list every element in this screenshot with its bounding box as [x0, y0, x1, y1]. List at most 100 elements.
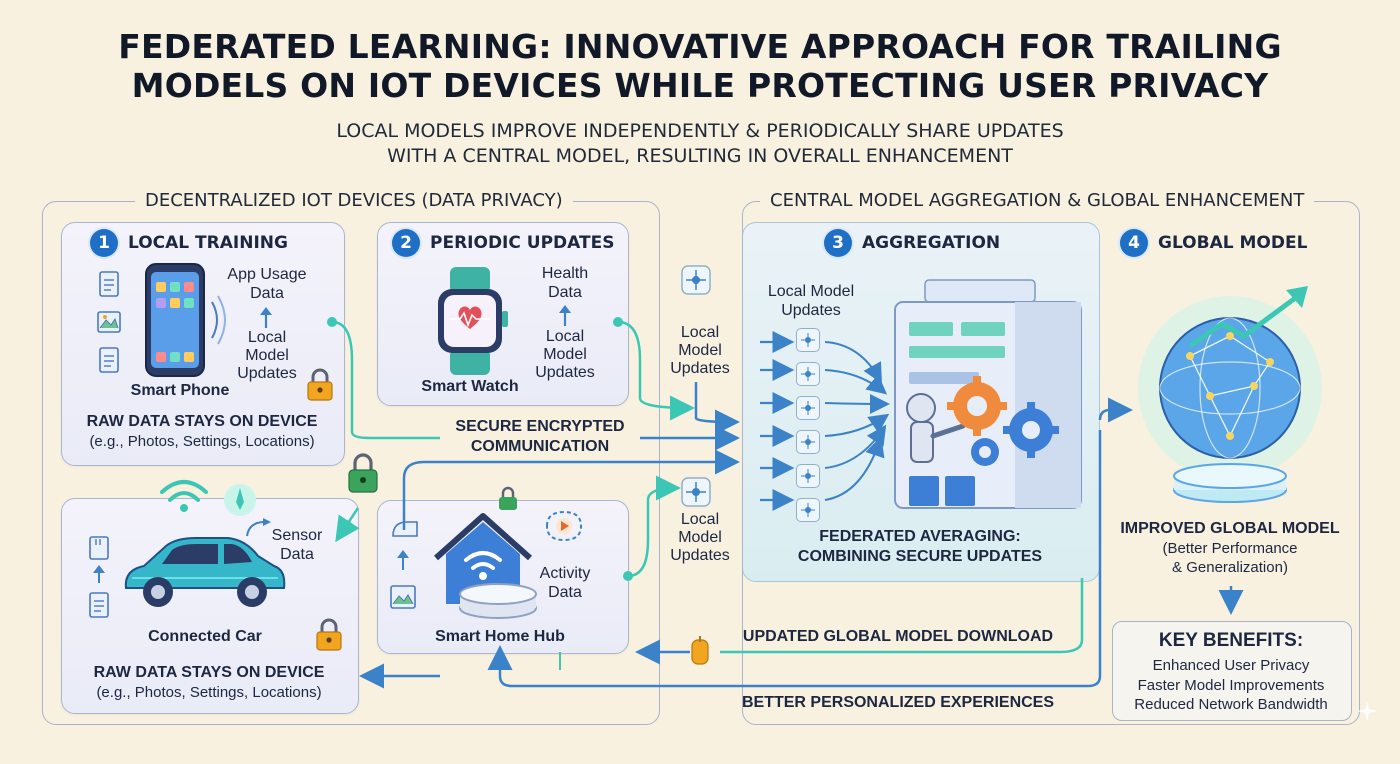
smart-home-icon: [434, 513, 537, 619]
global-model-download-label: UPDATED GLOBAL MODEL DOWNLOAD: [742, 628, 1054, 645]
benefit-item: Enhanced User Privacy: [1152, 657, 1310, 674]
step-4-badge: 4: [1120, 229, 1148, 257]
connected-car-card: [61, 498, 359, 714]
improved-model-line-3: & Generalization): [1172, 559, 1288, 576]
key-benefits-panel: [1112, 621, 1352, 721]
phone-updates-label-1: Local: [247, 329, 287, 346]
image-icon: [97, 311, 121, 333]
car-icon: [124, 537, 286, 607]
subtitle-line-2: WITH A CENTRAL MODEL, RESULTING IN OVERA…: [387, 145, 1013, 167]
server-icon: [894, 279, 1082, 509]
local-training-title: LOCAL TRAINING: [128, 233, 288, 253]
improved-model-line-2: (Better Performance: [1162, 540, 1298, 557]
periodic-updates-heading: 2 PERIODIC UPDATES: [392, 229, 614, 257]
sensor-label-2: Data: [280, 546, 314, 563]
model-update-icon: [681, 265, 711, 295]
watch-updates-label-3: Updates: [535, 364, 595, 381]
trend-arrow-icon: [1188, 293, 1300, 349]
benefit-item: Reduced Network Bandwidth: [1134, 696, 1328, 713]
lock-icon: [307, 368, 333, 401]
activity-label-1: Activity: [539, 565, 591, 582]
global-model-globe-icon: [1138, 286, 1322, 503]
app-usage-label-1: App Usage: [227, 266, 307, 283]
arrow-up-icon: [260, 307, 272, 328]
lock-icon: [316, 618, 342, 651]
local-training-heading: 1 LOCAL TRAINING: [90, 229, 288, 257]
middle-updates-bottom-3: Updates: [670, 547, 730, 564]
watch-updates-label-2: Model: [543, 346, 587, 363]
smart-home-label: Smart Home Hub: [435, 628, 565, 645]
thermostat-icon: [392, 521, 418, 537]
update-box-icon: [796, 498, 820, 522]
update-box-icon: [796, 328, 820, 352]
smart-phone-label: Smart Phone: [130, 382, 230, 399]
lock-icon: [348, 453, 378, 493]
update-box-icon: [796, 464, 820, 488]
smart-watch-label: Smart Watch: [421, 378, 519, 395]
left-section-label: DECENTRALIZED IOT DEVICES (DATA PRIVACY): [135, 190, 573, 211]
periodic-updates-title: PERIODIC UPDATES: [430, 233, 615, 253]
federated-averaging-line-1: FEDERATED AVERAGING:: [819, 528, 1021, 545]
smart-watch-icon: [438, 267, 508, 375]
personalized-experiences-label: BETTER PERSONALIZED EXPERIENCES: [741, 694, 1055, 711]
file-icon: [99, 347, 119, 373]
document-icon: [99, 271, 119, 297]
secure-communication-line-1: SECURE ENCRYPTED: [455, 418, 625, 435]
connected-car-label: Connected Car: [148, 628, 262, 645]
subtitle-line-1: LOCAL MODELS IMPROVE INDEPENDENTLY & PER…: [336, 120, 1064, 142]
title-line-1: FEDERATED LEARNING: INNOVATIVE APPROACH …: [118, 27, 1282, 66]
sd-card-icon: [89, 536, 109, 560]
watch-updates-label-1: Local: [545, 328, 585, 345]
middle-updates-bottom-2: Model: [678, 529, 722, 546]
document-icon: [89, 592, 109, 618]
curved-arrow-icon: [246, 518, 271, 537]
step-2-badge: 2: [392, 229, 420, 257]
middle-updates-top-1: Local: [680, 324, 720, 341]
phone-updates-label-2: Model: [245, 347, 289, 364]
title-line-2: MODELS ON IOT DEVICES WHILE PROTECTING U…: [131, 66, 1269, 105]
improved-model-line-1: IMPROVED GLOBAL MODEL: [1120, 520, 1340, 537]
gear-icon: [971, 438, 999, 466]
health-label-2: Data: [548, 284, 582, 301]
incoming-updates-label-1: Local Model: [767, 283, 855, 300]
download-token-icon: [691, 636, 709, 665]
gear-icon: [947, 376, 1007, 436]
update-box-icon: [796, 362, 820, 386]
update-box-icon: [796, 396, 820, 420]
global-model-heading: 4 GLOBAL MODEL: [1120, 229, 1307, 257]
aggregation-title: AGGREGATION: [862, 233, 1001, 253]
phone-data-icons: [97, 271, 121, 373]
model-update-icon: [681, 477, 711, 507]
key-benefits-title: KEY BENEFITS:: [1158, 630, 1304, 651]
image-icon: [390, 585, 416, 609]
step-3-badge: 3: [824, 229, 852, 257]
car-privacy-note: (e.g., Photos, Settings, Locations): [96, 684, 322, 701]
smart-phone-icon: [145, 263, 226, 377]
sparkle-icon: [1357, 701, 1377, 721]
health-label-1: Health: [541, 265, 589, 282]
global-model-title: GLOBAL MODEL: [1158, 233, 1308, 253]
activity-label-2: Data: [548, 584, 582, 601]
phone-updates-label-3: Updates: [237, 365, 297, 382]
phone-privacy-note: (e.g., Photos, Settings, Locations): [89, 433, 315, 450]
benefit-item: Faster Model Improvements: [1137, 677, 1325, 694]
aggregation-heading: 3 AGGREGATION: [824, 229, 1000, 257]
incoming-updates-label-2: Updates: [781, 302, 841, 319]
car-privacy-title: RAW DATA STAYS ON DEVICE: [93, 664, 325, 681]
sensor-label-1: Sensor: [271, 527, 323, 544]
right-section-label: CENTRAL MODEL AGGREGATION & GLOBAL ENHAN…: [760, 190, 1315, 211]
phone-privacy-title: RAW DATA STAYS ON DEVICE: [86, 413, 318, 430]
step-1-badge: 1: [90, 229, 118, 257]
middle-updates-top-2: Model: [678, 342, 722, 359]
middle-updates-top-3: Updates: [670, 360, 730, 377]
activity-icon: [545, 510, 583, 542]
car-data-icons: [89, 536, 109, 618]
middle-updates-bottom-1: Local: [680, 511, 720, 528]
gear-icon: [1003, 402, 1059, 458]
sensor-glow-icon: [224, 484, 256, 516]
app-usage-label-2: Data: [250, 285, 284, 302]
secure-communication-line-2: COMMUNICATION: [470, 438, 610, 455]
wifi-icon: [160, 480, 208, 512]
lock-icon: [499, 486, 517, 510]
arrow-up-icon: [559, 305, 571, 326]
